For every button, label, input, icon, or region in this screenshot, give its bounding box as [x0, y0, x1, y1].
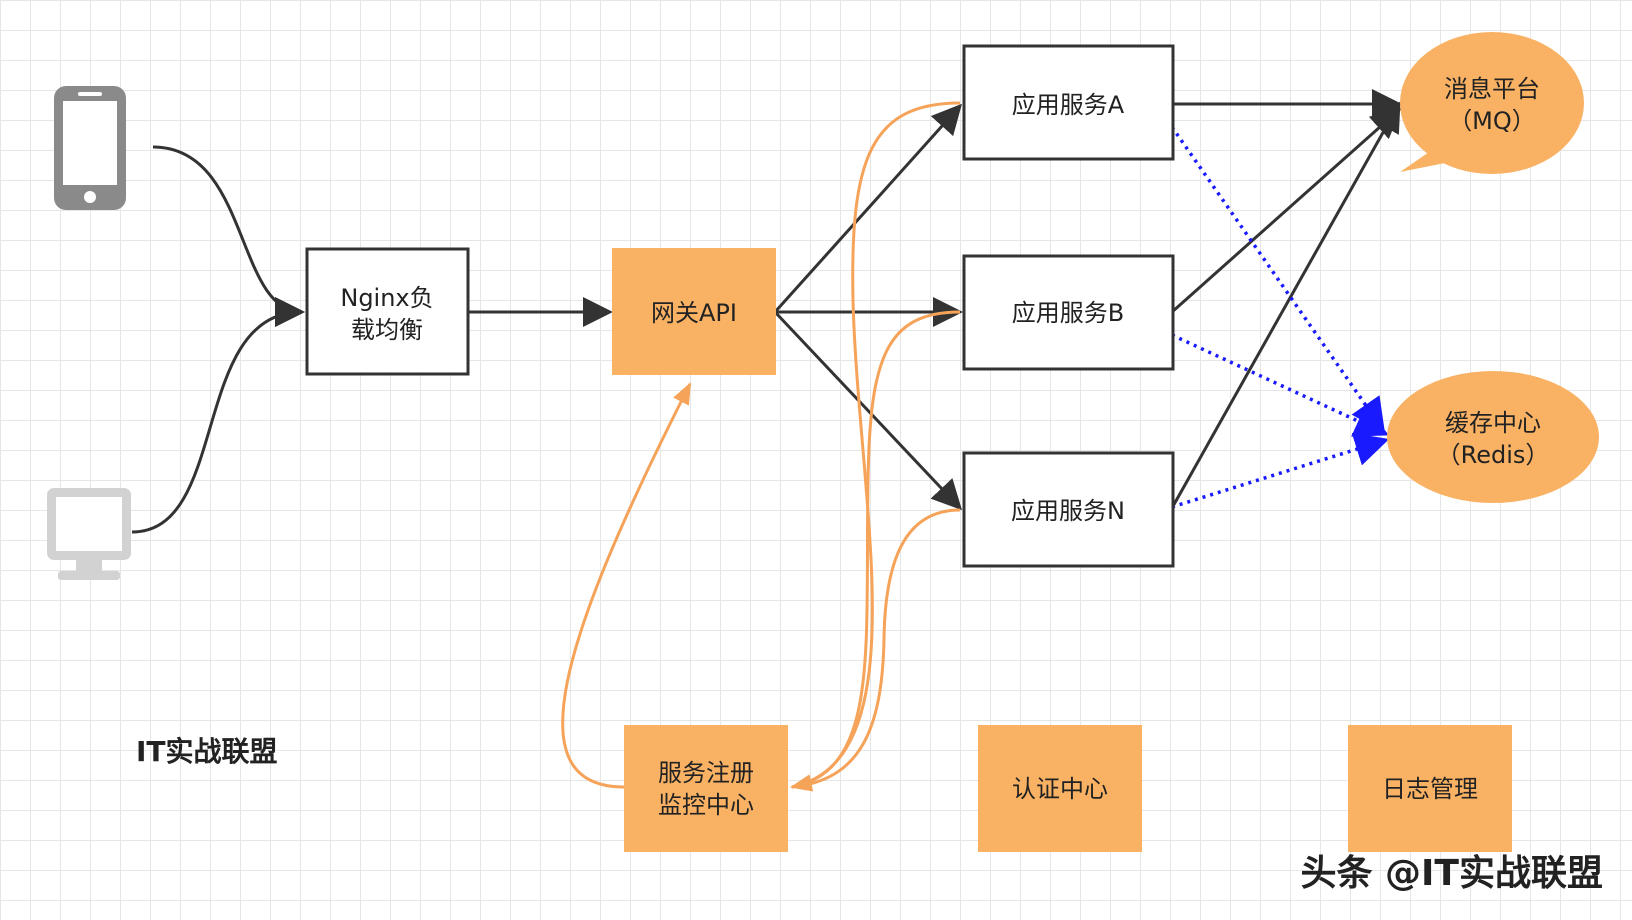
auth-box[interactable]: 认证中心 — [978, 725, 1142, 852]
connector-gateway-to-service-n — [773, 310, 963, 511]
orange-connectors — [561, 101, 961, 792]
connector-gateway-to-service-a — [773, 103, 963, 314]
dotted-service-b-to-redis — [1171, 333, 1390, 437]
orange-service-b-to-registry — [791, 310, 961, 789]
auth-label: 认证中心 — [1012, 775, 1108, 803]
mq-label-line1: 消息平台 — [1444, 75, 1540, 103]
watermark: 头条 @IT实战联盟 — [1301, 853, 1604, 894]
service-b-label: 应用服务B — [1012, 299, 1124, 327]
connector-phone-to-nginx — [152, 145, 305, 327]
phone-icon — [54, 86, 126, 210]
connector-monitor-to-nginx — [131, 297, 305, 534]
redis-ellipse[interactable]: 缓存中心 （Redis） — [1387, 371, 1599, 503]
service-b-box[interactable]: 应用服务B — [962, 254, 1175, 371]
orange-service-n-to-registry — [791, 508, 961, 789]
redis-label-line2: （Redis） — [1437, 441, 1550, 469]
monitor-icon — [47, 488, 131, 580]
mq-bubble[interactable]: 消息平台 （MQ） — [1400, 32, 1584, 174]
service-a-box[interactable]: 应用服务A — [962, 44, 1175, 161]
connector-service-n-to-mq — [1170, 101, 1401, 509]
dark-connectors — [131, 89, 1402, 534]
redis-label-line1: 缓存中心 — [1445, 409, 1541, 437]
connector-service-b-to-mq — [1171, 108, 1402, 314]
gateway-box[interactable]: 网关API — [612, 248, 776, 375]
orange-service-a-to-registry — [789, 101, 961, 792]
orange-registry-to-gateway — [561, 382, 692, 789]
dotted-connectors — [1170, 125, 1390, 509]
nginx-box[interactable]: Nginx负 载均衡 — [305, 247, 470, 376]
service-n-box[interactable]: 应用服务N — [962, 451, 1175, 568]
mq-label-line2: （MQ） — [1448, 107, 1536, 135]
service-a-label: 应用服务A — [1012, 91, 1125, 119]
log-box[interactable]: 日志管理 — [1348, 725, 1512, 852]
log-label: 日志管理 — [1382, 775, 1478, 803]
registry-label-line1: 服务注册 — [658, 759, 754, 787]
gateway-label: 网关API — [651, 299, 737, 327]
registry-box[interactable]: 服务注册 监控中心 — [624, 725, 788, 852]
dotted-service-n-to-redis — [1171, 432, 1390, 509]
registry-label-line2: 监控中心 — [658, 791, 754, 819]
service-n-label: 应用服务N — [1011, 497, 1125, 525]
nginx-label-line1: Nginx负 — [340, 284, 433, 312]
brand-label: IT实战联盟 — [136, 735, 278, 768]
dotted-service-a-to-redis — [1170, 125, 1385, 433]
nginx-label-line2: 载均衡 — [351, 316, 423, 344]
